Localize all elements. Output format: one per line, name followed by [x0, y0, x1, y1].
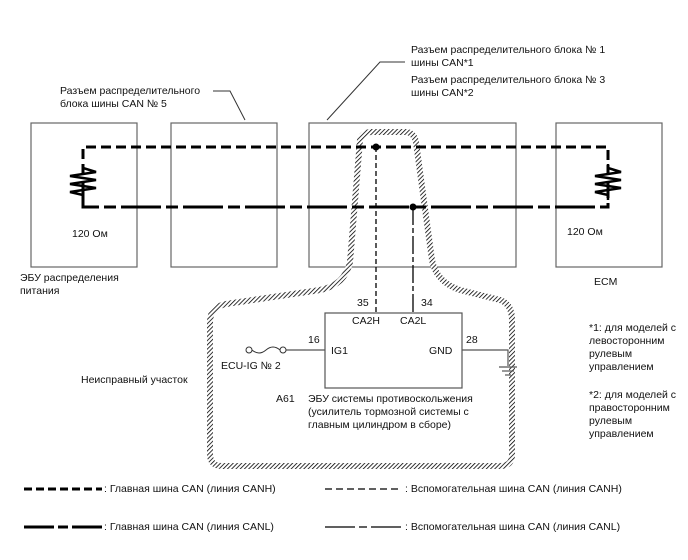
left-ecu-name: ЭБУ распределения питания — [20, 272, 119, 298]
jb3-callout: Разъем распределительного блока № 3 шины… — [411, 74, 605, 100]
legend-sub-canh: : Вспомогательная шина CAN (линия CANH) — [405, 483, 622, 495]
pin-28-number: 28 — [466, 334, 478, 346]
jb5-box — [170, 122, 278, 268]
abs-ecu-box — [324, 312, 463, 389]
footnote-2-line2: правосторонним — [589, 402, 670, 414]
jb5-leader — [213, 90, 246, 121]
legend-main-canh: : Главная шина CAN (линия CANH) — [104, 483, 276, 495]
jb5-callout: Разъем распределительного блока шины CAN… — [60, 85, 200, 111]
gnd-wire — [462, 349, 509, 366]
fuse-label: ECU-IG № 2 — [221, 360, 281, 372]
jb1-label-line2: шины CAN*1 — [411, 57, 474, 69]
footnote-2-line3: рулевым — [589, 415, 633, 427]
pin-34-number: 34 — [421, 297, 433, 309]
footnote-1-line3: рулевым — [589, 348, 633, 360]
legend-sub-canl: : Вспомогательная шина CAN (линия CANL) — [405, 521, 621, 533]
abs-ecu-name-line3: главным цилиндром в сборе) — [308, 419, 452, 431]
footnote-1-line2: левосторонним — [589, 335, 665, 347]
jb5-label-line2: блока шины CAN № 5 — [60, 98, 167, 110]
pin-ig1-label: IG1 — [331, 345, 348, 357]
ecm-resistor-icon — [594, 164, 622, 200]
footnote-1-line1: *1: для моделей с — [589, 322, 677, 334]
ground-icon — [499, 366, 517, 376]
jb1-callout: Разъем распределительного блока № 1 шины… — [411, 44, 605, 70]
ecm-resistor-value: 120 Ом — [567, 226, 603, 238]
left-ecu-name-line2: питания — [20, 285, 60, 297]
footnote-2-line4: управлением — [589, 428, 654, 440]
footnote-1-line4: управлением — [589, 361, 654, 373]
footnote-2: *2: для моделей с правосторонним рулевым… — [589, 389, 676, 441]
jb5-label-line1: Разъем распределительного — [60, 85, 201, 97]
fuse-icon — [245, 346, 287, 354]
pin-35-number: 35 — [357, 297, 369, 309]
main-canh-line — [81, 145, 610, 174]
abs-ecu-name: ЭБУ системы противоскольжения (усилитель… — [308, 393, 473, 432]
left-resistor-icon — [69, 164, 97, 200]
pin-gnd-label: GND — [429, 345, 453, 357]
fault-area-label: Неисправный участок — [81, 374, 188, 386]
abs-ecu-name-line1: ЭБУ системы противоскольжения — [308, 393, 473, 405]
jb1-leader — [326, 61, 405, 121]
pin-ca2l-label: CA2L — [400, 315, 427, 327]
abs-ecu-name-line2: (усилитель тормозной системы с — [308, 406, 469, 418]
abs-ecu-code: A61 — [276, 393, 295, 405]
pin-ca2h-label: CA2H — [352, 315, 381, 327]
left-ecu-name-line1: ЭБУ распределения — [20, 272, 119, 284]
legend-main-canl: : Главная шина CAN (линия CANL) — [104, 521, 274, 533]
ecm-name: ECM — [594, 276, 618, 288]
left-resistor-value: 120 Ом — [72, 228, 108, 240]
jb3-label-line1: Разъем распределительного блока № 3 — [411, 74, 606, 86]
pin-16-number: 16 — [308, 334, 320, 346]
fault-area-outline — [207, 129, 515, 469]
footnote-2-line1: *2: для моделей с — [589, 389, 677, 401]
jb3-label-line2: шины CAN*2 — [411, 87, 474, 99]
footnote-1: *1: для моделей с левосторонним рулевым … — [589, 322, 676, 374]
jb1-label-line1: Разъем распределительного блока № 1 — [411, 44, 606, 56]
